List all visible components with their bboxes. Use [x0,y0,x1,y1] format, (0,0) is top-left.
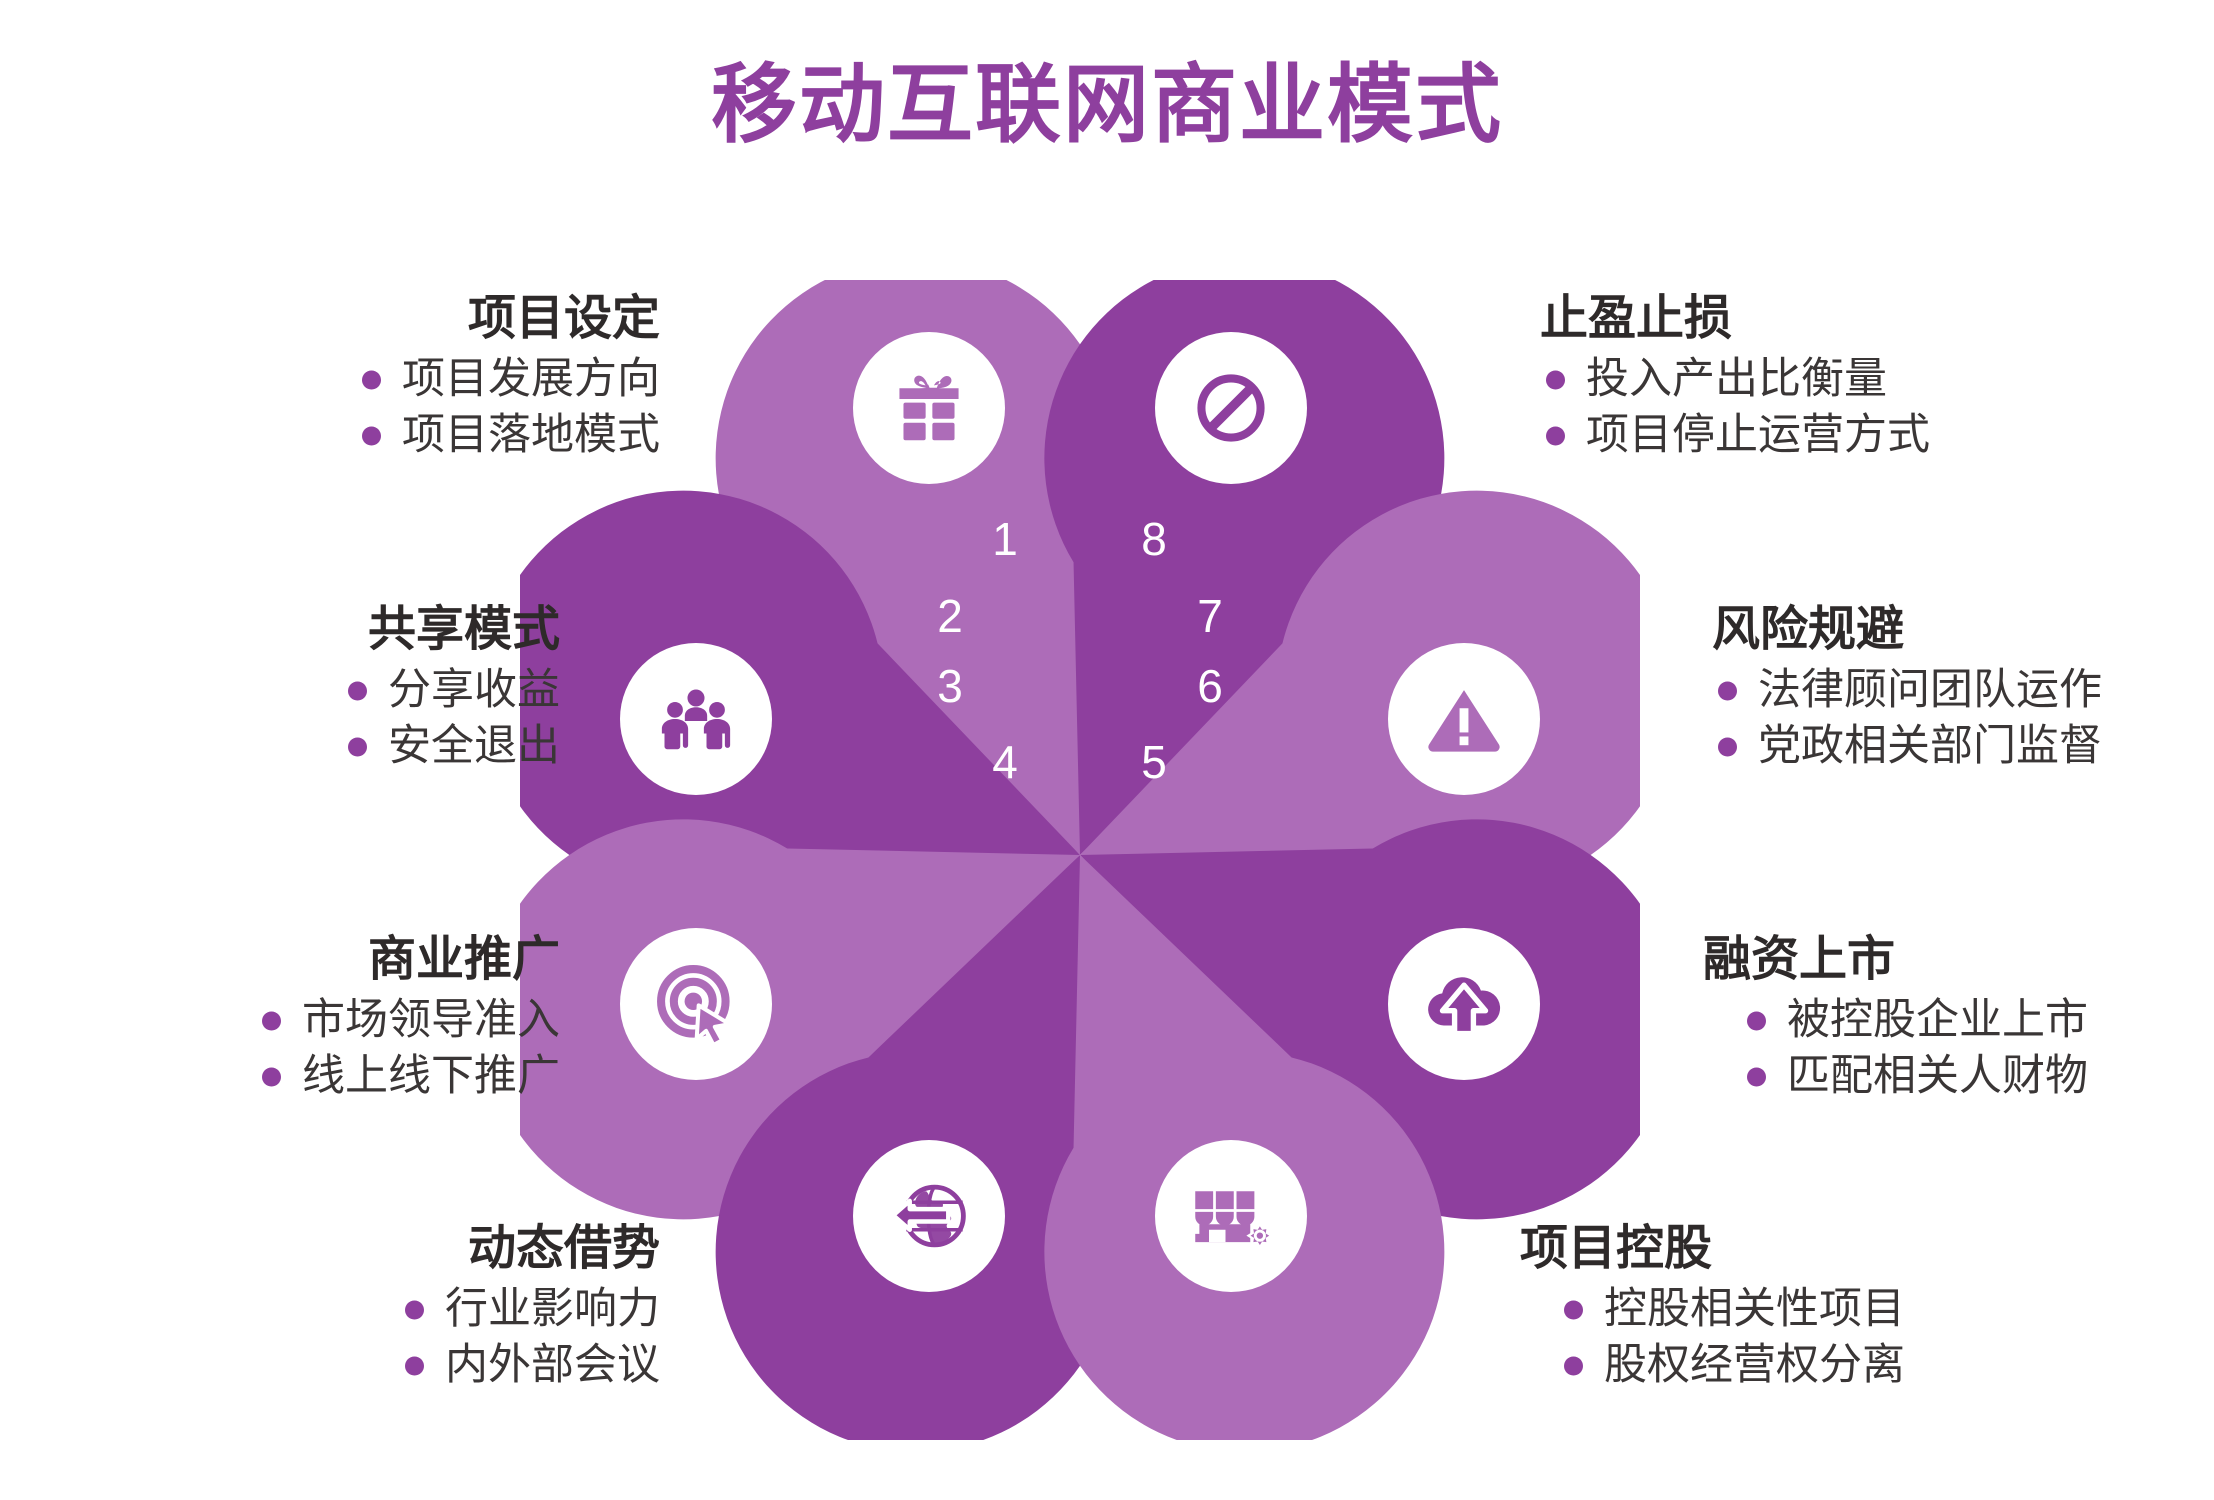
warning-triangle-icon [1421,676,1507,762]
list-item: 项目发展方向 [356,352,660,408]
info-block-6: 融资上市 被控股企业上市 匹配相关人财物 [1703,933,2214,1105]
center-number-6: 6 [1197,660,1223,712]
info-block-7: 风险规避 法律顾问团队运作 党政相关部门监督 [1712,603,2214,775]
target-cursor-icon [653,961,739,1047]
info-block-1-heading: 项目设定 [467,292,660,345]
info-block-1-bullets: 项目发展方向 项目落地模式 [356,352,660,464]
info-block-7-heading: 风险规避 [1712,603,1905,656]
list-item: 行业影响力 [399,1282,660,1338]
list-item: 匹配相关人财物 [1741,1049,2214,1105]
center-number-4: 4 [992,736,1018,788]
list-item: 党政相关部门监督 [1712,719,2214,775]
center-number-8: 8 [1141,513,1167,565]
list-item: 市场领导准入 [256,993,560,1049]
info-block-2: 共享模式 分享收益 安全退出 [60,603,560,775]
info-block-2-heading: 共享模式 [367,603,560,656]
info-block-6-heading: 融资上市 [1703,933,1896,986]
petal-4-icon-bubble[interactable] [853,1140,1005,1292]
list-item: 法律顾问团队运作 [1712,663,2214,719]
list-item: 被控股企业上市 [1741,993,2214,1049]
list-item: 线上线下推广 [256,1049,560,1105]
info-block-3: 商业推广 市场领导准入 线上线下推广 [30,933,560,1105]
center-number-3: 3 [937,660,963,712]
list-item: 项目停止运营方式 [1540,408,2160,464]
info-block-5: 项目控股 控股相关性项目 股权经营权分离 [1520,1222,2160,1394]
list-item: 投入产出比衡量 [1540,352,2160,408]
storefront-gear-icon [1187,1172,1275,1260]
petal-diagram: 1 8 2 7 3 6 4 5 [520,280,1640,1440]
center-number-2: 2 [937,590,963,642]
info-block-6-bullets: 被控股企业上市 匹配相关人财物 [1741,993,2214,1105]
list-item: 分享收益 [342,663,560,719]
list-item: 内外部会议 [399,1338,660,1394]
list-item: 项目落地模式 [356,408,660,464]
info-block-2-bullets: 分享收益 安全退出 [342,663,560,775]
list-item: 股权经营权分离 [1558,1338,2160,1394]
people-group-icon [654,677,738,761]
info-block-8-heading: 止盈止损 [1540,292,1733,345]
petal-2-icon-bubble[interactable] [620,643,772,795]
petal-1-icon-bubble[interactable] [853,332,1005,484]
petal-6-icon-bubble[interactable] [1388,928,1540,1080]
prohibition-icon [1188,365,1274,451]
info-block-4-heading: 动态借势 [467,1222,660,1275]
info-block-8-bullets: 投入产出比衡量 项目停止运营方式 [1540,352,2160,464]
info-block-3-bullets: 市场领导准入 线上线下推广 [256,993,560,1105]
globe-exchange-icon [885,1172,973,1260]
info-block-8: 止盈止损 投入产出比衡量 项目停止运营方式 [1540,292,2160,464]
list-item: 安全退出 [342,719,560,775]
info-block-5-heading: 项目控股 [1520,1222,1713,1275]
cloud-upload-icon [1421,961,1507,1047]
info-block-7-bullets: 法律顾问团队运作 党政相关部门监督 [1712,663,2214,775]
center-number-7: 7 [1197,590,1223,642]
info-block-5-bullets: 控股相关性项目 股权经营权分离 [1558,1282,2160,1394]
petal-5-icon-bubble[interactable] [1155,1140,1307,1292]
center-number-5: 5 [1141,736,1167,788]
list-item: 控股相关性项目 [1558,1282,2160,1338]
info-block-4-bullets: 行业影响力 内外部会议 [399,1282,660,1394]
petal-3-icon-bubble[interactable] [620,928,772,1080]
info-block-3-heading: 商业推广 [367,933,560,986]
center-number-1: 1 [992,513,1018,565]
info-block-4: 动态借势 行业影响力 内外部会议 [170,1222,660,1394]
info-block-1: 项目设定 项目发展方向 项目落地模式 [160,292,660,464]
page-title: 移动互联网商业模式 [711,57,1503,153]
petal-8-icon-bubble[interactable] [1155,332,1307,484]
gift-icon [886,365,972,451]
petal-7-icon-bubble[interactable] [1388,643,1540,795]
